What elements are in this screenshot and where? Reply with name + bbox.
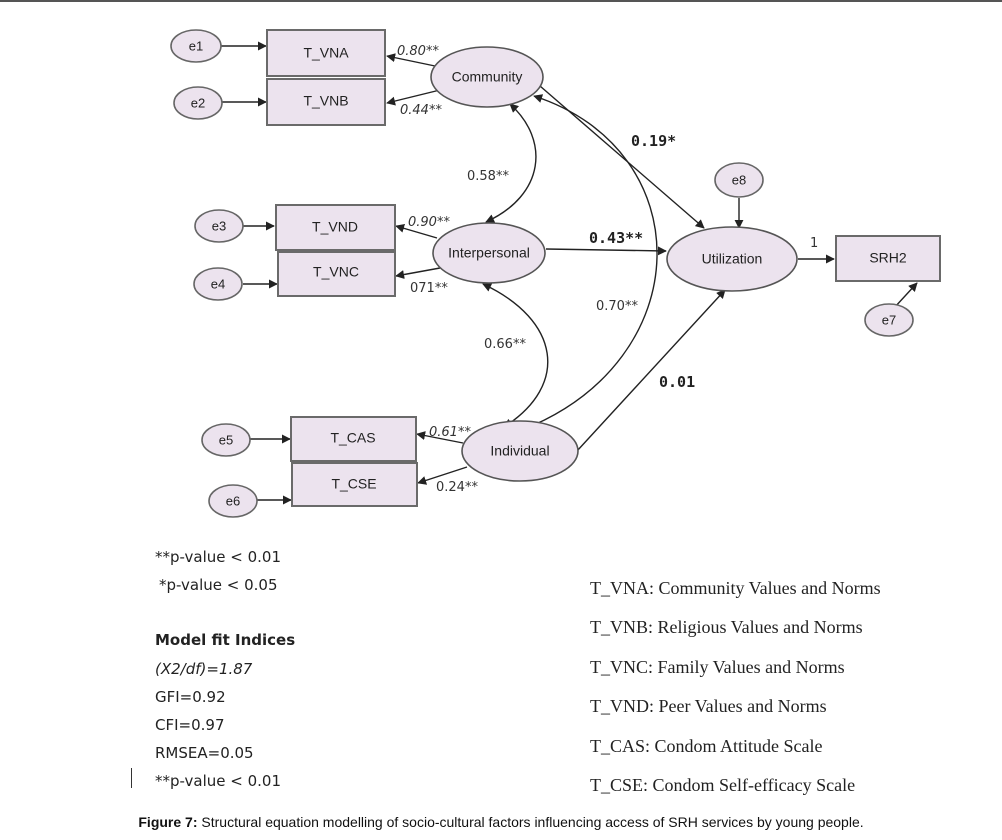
t-vnd-label: T_VND (312, 219, 358, 235)
individual-label: Individual (490, 443, 549, 459)
legend-t-vnd: T_VND: Peer Values and Norms (590, 696, 827, 716)
t-cse-label: T_CSE (331, 476, 376, 492)
latent-interpersonal: Interpersonal (432, 222, 546, 284)
observed-t-vna: T_VNA (266, 29, 386, 77)
note-p-value-005: *p-value < 0.05 (159, 576, 278, 594)
observed-srh2: SRH2 (835, 235, 941, 282)
latent-individual: Individual (461, 420, 579, 482)
legend-t-cas: T_CAS: Condom Attitude Scale (590, 736, 823, 756)
error-e6: e6 (208, 484, 258, 518)
error-e8-label: e8 (732, 172, 746, 187)
observed-t-cse: T_CSE (291, 462, 418, 507)
coef-community-utilization: 0.19* (631, 132, 676, 150)
observed-t-vnd: T_VND (275, 204, 396, 251)
coef-cov-interpersonal-individual: 0.66** (484, 337, 526, 352)
cov-interpersonal-individual (482, 283, 549, 428)
coef-interpersonal-utilization: 0.43** (589, 229, 643, 247)
error-e7: e7 (864, 303, 914, 337)
coef-utilization-srh2: 1 (810, 236, 818, 251)
caption-label: Figure 7: (138, 814, 198, 830)
legend-t-vnb: T_VNB: Religious Values and Norms (590, 617, 863, 637)
interpersonal-label: Interpersonal (448, 245, 530, 261)
arrow-e7-srh2 (893, 282, 918, 309)
fit-gfi: GFI=0.92 (155, 688, 226, 706)
observed-t-cas: T_CAS (290, 416, 417, 462)
error-e1-label: e1 (189, 38, 203, 53)
coef-interpersonal-t-vnd: 0.90** (408, 215, 450, 230)
path-community-utilization (539, 85, 705, 229)
fit-chi2df: (X2/df)=1.87 (155, 660, 253, 678)
error-e2-label: e2 (191, 95, 205, 110)
t-vna-label: T_VNA (303, 45, 349, 61)
path-interpersonal-utilization (545, 246, 667, 256)
error-e7-label: e7 (882, 312, 896, 327)
coef-individual-t-cas: 0.61** (429, 425, 471, 440)
latent-utilization: Utilization (666, 226, 798, 292)
path-individual-t-cas (416, 431, 464, 444)
coef-individual-utilization: 0.01 (659, 373, 695, 391)
error-e4-label: e4 (211, 276, 225, 291)
error-e1: e1 (170, 29, 222, 63)
fit-rmsea: RMSEA=0.05 (155, 744, 254, 762)
path-community-t-vnb (386, 89, 441, 106)
error-e5: e5 (201, 423, 251, 457)
observed-t-vnc: T_VNC (277, 251, 396, 297)
srh2-label: SRH2 (869, 250, 907, 266)
cov-community-individual (521, 94, 658, 432)
cov-community-interpersonal (485, 103, 537, 223)
path-interpersonal-t-vnc (395, 267, 441, 279)
coef-cov-community-individual: 0.70** (596, 299, 638, 314)
legend-t-cse: T_CSE: Condom Self-efficacy Scale (590, 775, 856, 795)
fit-cfi: CFI=0.97 (155, 716, 225, 734)
note-p-value-001: **p-value < 0.01 (155, 548, 282, 566)
coef-community-t-vna: 0.80** (397, 44, 439, 59)
t-vnb-label: T_VNB (303, 93, 348, 109)
error-e4: e4 (193, 267, 243, 301)
error-e6-label: e6 (226, 493, 240, 508)
error-e5-label: e5 (219, 432, 233, 447)
coef-interpersonal-t-vnc: 071** (410, 281, 448, 296)
latent-community: Community (430, 46, 544, 108)
error-e8: e8 (714, 162, 764, 198)
t-vnc-label: T_VNC (313, 264, 359, 280)
community-label: Community (452, 69, 523, 85)
error-e2: e2 (173, 86, 223, 120)
path-individual-utilization (576, 289, 726, 452)
t-cas-label: T_CAS (330, 430, 375, 446)
coef-cov-community-interpersonal: 0.58** (467, 169, 509, 184)
caption-text: Structural equation modelling of socio-c… (201, 814, 864, 830)
path-interpersonal-t-vnd (395, 223, 438, 239)
sem-path-diagram: e1 e2 e3 e4 e5 e6 e7 e8 T_VNA T_VNB T_VN… (170, 29, 941, 518)
error-e3: e3 (194, 209, 244, 243)
coef-individual-t-cse: 0.24** (436, 480, 478, 495)
note-p-value-001-repeat: **p-value < 0.01 (155, 772, 282, 790)
coef-community-t-vnb: 0.44** (400, 103, 442, 118)
path-individual-t-cse (417, 466, 468, 485)
text-cursor (131, 768, 132, 788)
utilization-label: Utilization (702, 251, 763, 267)
error-e3-label: e3 (212, 218, 226, 233)
legend-t-vnc: T_VNC: Family Values and Norms (590, 657, 845, 677)
figure-caption: Figure 7: Structural equation modelling … (0, 814, 1002, 830)
observed-t-vnb: T_VNB (266, 78, 386, 126)
legend-t-vna: T_VNA: Community Values and Norms (590, 578, 881, 598)
path-community-t-vna (386, 53, 436, 67)
top-border-line (0, 0, 1002, 2)
fit-indices-title: Model fit Indices (155, 631, 296, 649)
